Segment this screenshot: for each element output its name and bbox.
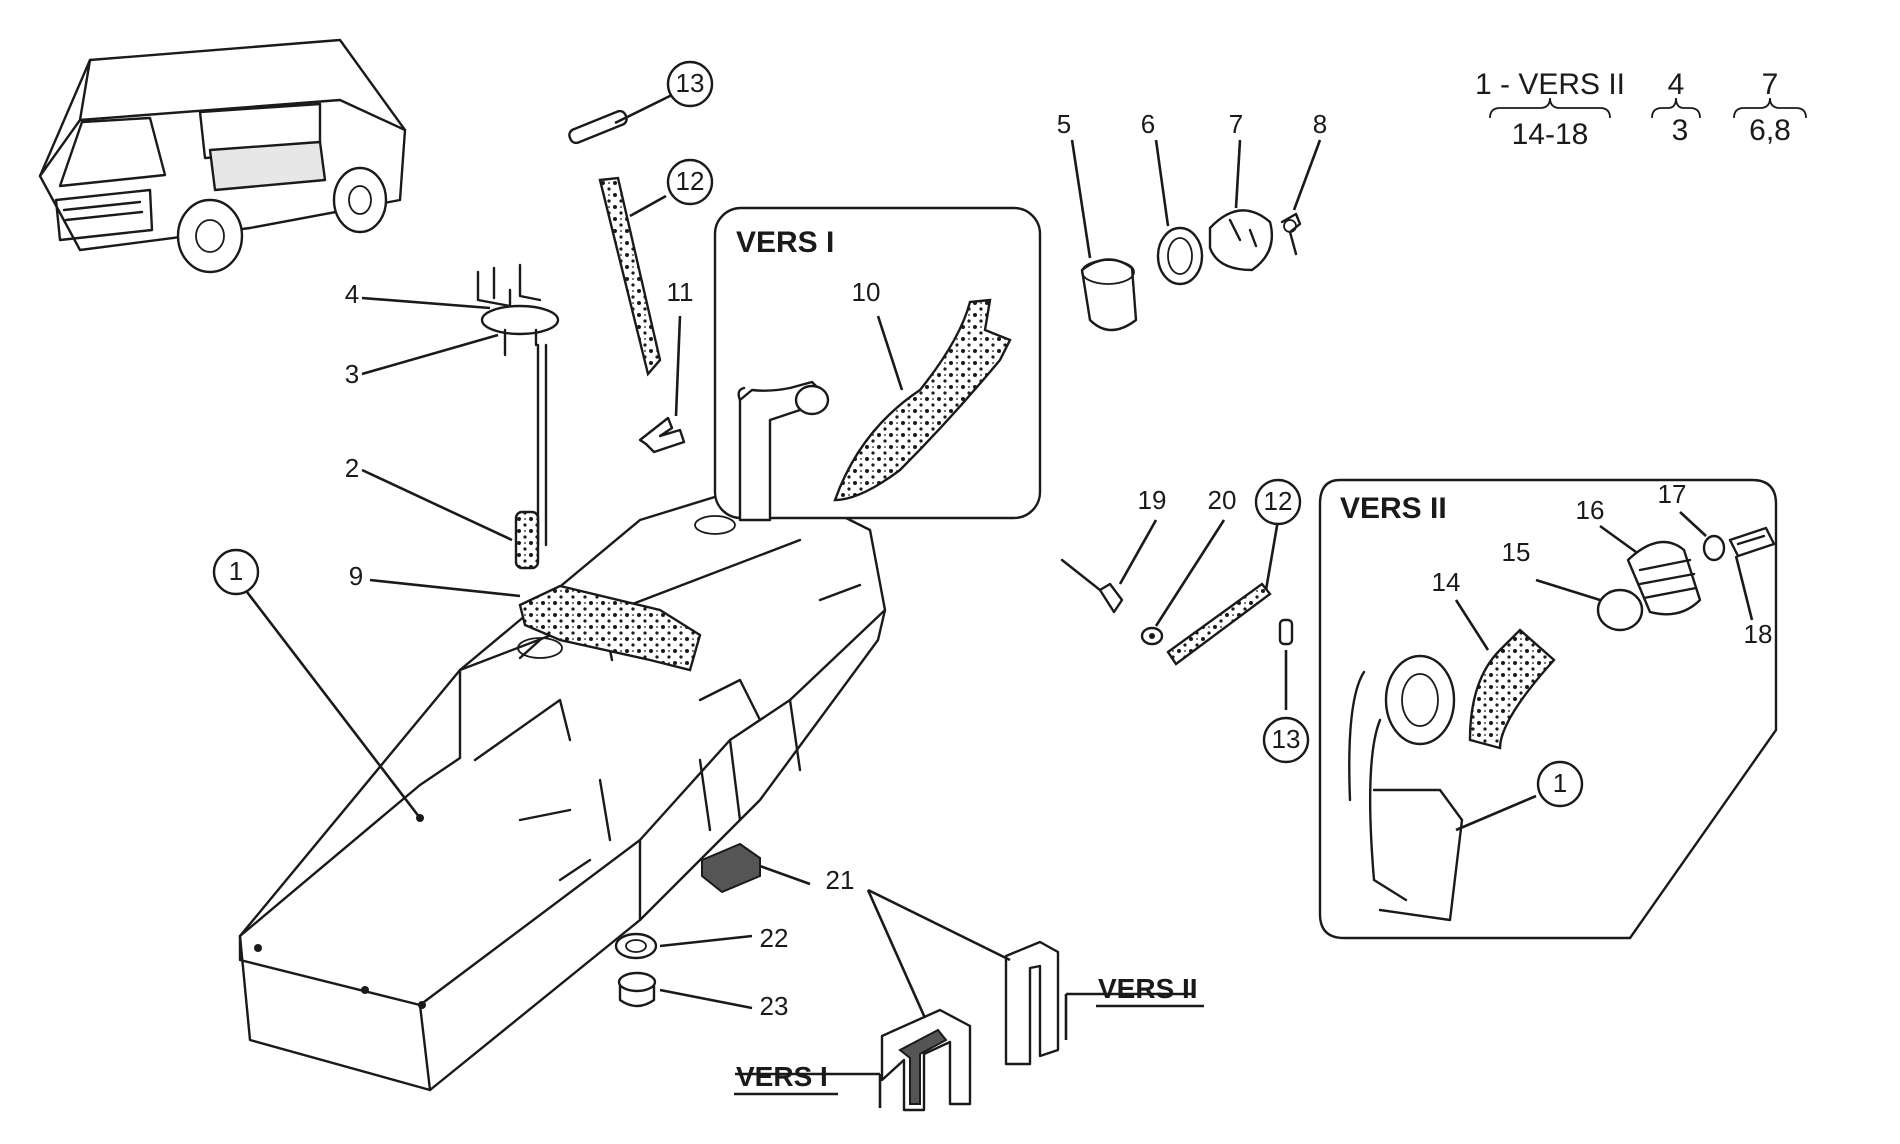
drain-parts bbox=[1060, 558, 1294, 666]
callout-12-middle: 12 bbox=[1264, 486, 1293, 516]
tag-vers-ii: VERS II bbox=[1098, 973, 1198, 1004]
callout-18: 18 bbox=[1744, 619, 1773, 649]
callout-3: 3 bbox=[345, 359, 359, 389]
callout-22: 22 bbox=[760, 923, 789, 953]
legend-brace-1 bbox=[1489, 97, 1611, 119]
callout-13-middle: 13 bbox=[1272, 724, 1301, 754]
filler-neck-vers-i bbox=[738, 380, 828, 522]
callout-5: 5 bbox=[1057, 109, 1071, 139]
callout-8: 8 bbox=[1313, 109, 1327, 139]
callout-20: 20 bbox=[1208, 485, 1237, 515]
callout-circle-13-middle bbox=[1262, 716, 1310, 764]
callout-6: 6 bbox=[1141, 109, 1155, 139]
callout-11: 11 bbox=[667, 277, 694, 307]
seal-6 bbox=[1156, 226, 1204, 286]
hose-14 bbox=[1468, 628, 1556, 750]
callout-9: 9 bbox=[349, 561, 363, 591]
callout-12-top: 12 bbox=[676, 166, 705, 196]
pin-13-middle bbox=[1278, 618, 1294, 646]
legend-vers-ii-bottom: 14-18 bbox=[1512, 118, 1589, 151]
insulating-pad-9 bbox=[518, 584, 702, 672]
legend: 1 - VERS II 14-18 4 3 7 6,8 bbox=[1475, 68, 1807, 151]
ring-5 bbox=[1080, 258, 1138, 332]
key-8 bbox=[1280, 212, 1302, 256]
clip-11 bbox=[638, 416, 686, 454]
callout-16: 16 bbox=[1576, 495, 1605, 525]
callout-7: 7 bbox=[1229, 109, 1243, 139]
leader-lines bbox=[245, 91, 1754, 1108]
callout-23: 23 bbox=[760, 991, 789, 1021]
legend-brace-2 bbox=[1651, 97, 1701, 119]
callout-circle-1 bbox=[212, 548, 260, 596]
washer-17 bbox=[1702, 534, 1726, 562]
bolt-18 bbox=[1728, 526, 1776, 558]
callout-circle-12-top bbox=[666, 158, 714, 206]
filter-sock-2 bbox=[514, 510, 540, 570]
legend-7-top: 7 bbox=[1762, 68, 1779, 101]
legend-4-bottom: 3 bbox=[1672, 114, 1689, 147]
callout-2: 2 bbox=[345, 453, 359, 483]
callout-19: 19 bbox=[1138, 485, 1167, 515]
legend-vers-ii-top: 1 - VERS II bbox=[1475, 68, 1625, 101]
front-wheel bbox=[176, 198, 244, 274]
o-ring-15 bbox=[1596, 588, 1644, 632]
drain-plug-19 bbox=[1098, 582, 1124, 614]
neck-ring bbox=[1384, 654, 1456, 746]
callout-circle-12-middle bbox=[1254, 478, 1302, 526]
fuel-tank bbox=[238, 478, 887, 1092]
chain-12-top bbox=[598, 176, 662, 377]
profile-21-vers-ii bbox=[1004, 940, 1060, 1066]
chain-12-middle bbox=[1166, 582, 1272, 666]
vers-i-detail-box: VERS I bbox=[713, 206, 1042, 522]
callout-21: 21 bbox=[826, 865, 855, 895]
tag-vers-i: VERS I bbox=[736, 1061, 828, 1092]
cap-assembly bbox=[1080, 209, 1302, 332]
vers-ii-box-title: VERS II bbox=[1340, 492, 1447, 525]
callout-13-top: 13 bbox=[676, 68, 705, 98]
fuel-sender-unit bbox=[476, 263, 560, 570]
callouts: 1 2 3 4 9 13 12 11 10 5 6 7 8 19 20 12 1… bbox=[212, 60, 1773, 1021]
profile-21-vers-i bbox=[880, 1008, 972, 1112]
callout-circle-1-vers-ii bbox=[1536, 760, 1584, 808]
callout-14: 14 bbox=[1432, 567, 1461, 597]
legend-brace-3 bbox=[1733, 97, 1807, 119]
pad-21-on-tank bbox=[701, 842, 761, 894]
callout-1: 1 bbox=[229, 556, 243, 586]
callout-15: 15 bbox=[1502, 537, 1531, 567]
mounting-pads-21 bbox=[701, 842, 1060, 1112]
vehicle-thumbnail bbox=[38, 38, 407, 274]
callout-circle-13-top bbox=[666, 60, 714, 108]
callout-4: 4 bbox=[345, 279, 359, 309]
pin-13-top bbox=[568, 109, 628, 145]
legend-4-top: 4 bbox=[1668, 68, 1685, 101]
pad-10 bbox=[833, 298, 1012, 502]
callout-1-vers-ii: 1 bbox=[1553, 768, 1567, 798]
vers-i-box-title: VERS I bbox=[736, 226, 834, 259]
callout-17: 17 bbox=[1658, 479, 1687, 509]
rear-wheel bbox=[332, 166, 388, 234]
vers-ii-detail-box: VERS II bbox=[1318, 478, 1778, 940]
callout-10: 10 bbox=[852, 277, 881, 307]
grommet-22 bbox=[614, 932, 658, 960]
legend-7-bottom: 6,8 bbox=[1749, 114, 1791, 147]
